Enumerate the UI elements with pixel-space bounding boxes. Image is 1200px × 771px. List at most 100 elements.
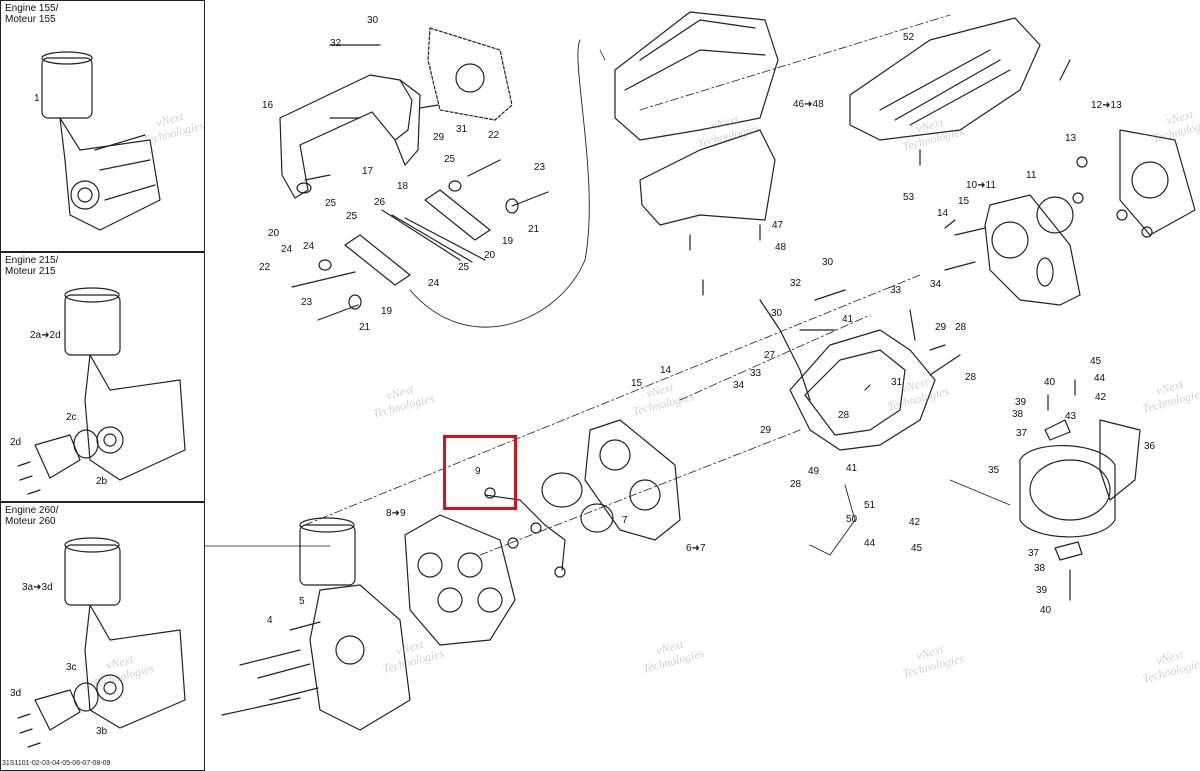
part-callout[interactable]: 21 xyxy=(359,322,371,333)
part-callout[interactable]: 16 xyxy=(262,100,274,111)
part-callout[interactable]: 44 xyxy=(1094,373,1106,384)
part-callout[interactable]: 32 xyxy=(330,38,342,49)
part-callout[interactable]: 7 xyxy=(622,515,628,526)
part-callout[interactable]: 36 xyxy=(1144,441,1156,452)
part-callout[interactable]: 25 xyxy=(325,198,337,209)
part-callout[interactable]: 42 xyxy=(1095,392,1107,403)
part-callout[interactable]: 41 xyxy=(842,314,854,325)
part-callout[interactable]: 32 xyxy=(790,278,802,289)
inset-callout[interactable]: 2c xyxy=(66,412,77,423)
part-callout[interactable]: 22 xyxy=(259,262,271,273)
part-callout[interactable]: 17 xyxy=(362,166,374,177)
inset-callout[interactable]: 3d xyxy=(10,688,22,699)
part-callout[interactable]: 25 xyxy=(444,154,456,165)
part-callout[interactable]: 10➜11 xyxy=(966,180,996,191)
part-callout[interactable]: 26 xyxy=(374,197,386,208)
part-callout[interactable]: 35 xyxy=(988,465,1000,476)
inset-callout[interactable]: 2b xyxy=(96,476,108,487)
plate-8-9 xyxy=(404,487,566,646)
part-callout[interactable]: 33 xyxy=(890,285,902,296)
part-callout[interactable]: 44 xyxy=(864,538,876,549)
part-callout[interactable]: 31 xyxy=(456,124,468,135)
inset-callout[interactable]: 1 xyxy=(34,93,40,104)
part-callout[interactable]: 38 xyxy=(1012,409,1024,420)
part-callout[interactable]: 45 xyxy=(911,543,923,554)
part-callout[interactable]: 52 xyxy=(903,32,915,43)
part-callout[interactable]: 29 xyxy=(760,425,772,436)
part-callout[interactable]: 37 xyxy=(1016,428,1028,439)
inset-callout[interactable]: 3a➜3d xyxy=(22,582,53,593)
inset-callout[interactable]: 3c xyxy=(66,662,77,673)
part-callout[interactable]: 9 xyxy=(475,466,481,477)
part-callout[interactable]: 15 xyxy=(631,378,643,389)
part-callout[interactable]: 28 xyxy=(838,410,850,421)
part-callout[interactable]: 34 xyxy=(930,279,942,290)
part-callout[interactable]: 14 xyxy=(937,208,949,219)
highlight-box[interactable] xyxy=(443,435,517,510)
part-callout[interactable]: 38 xyxy=(1034,563,1046,574)
part-callout[interactable]: 11 xyxy=(1026,170,1037,181)
part-callout[interactable]: 40 xyxy=(1044,377,1056,388)
engine-215-drawing xyxy=(17,287,186,495)
part-callout[interactable]: 30 xyxy=(367,15,379,26)
part-callout[interactable]: 31 xyxy=(891,377,903,388)
part-callout[interactable]: 50 xyxy=(846,514,858,525)
part-callout[interactable]: 28 xyxy=(790,479,802,490)
part-callout[interactable]: 22 xyxy=(488,130,500,141)
part-callout[interactable]: 23 xyxy=(534,162,546,173)
nozzle-35-36 xyxy=(949,379,1141,601)
part-callout[interactable]: 53 xyxy=(903,192,915,203)
part-callout[interactable]: 23 xyxy=(301,297,313,308)
part-callout[interactable]: 37 xyxy=(1028,548,1040,559)
inset-title: Engine 260/ Moteur 260 xyxy=(5,505,59,527)
part-callout[interactable]: 42 xyxy=(909,517,921,528)
part-callout[interactable]: 29 xyxy=(935,322,947,333)
cover-46-48 xyxy=(599,11,779,296)
part-callout[interactable]: 28 xyxy=(965,372,977,383)
part-callout[interactable]: 49 xyxy=(808,466,820,477)
part-callout[interactable]: 14 xyxy=(660,365,672,376)
part-callout[interactable]: 15 xyxy=(958,196,970,207)
part-callout[interactable]: 51 xyxy=(864,500,876,511)
part-callout[interactable]: 40 xyxy=(1040,605,1052,616)
part-callout[interactable]: 43 xyxy=(1065,411,1077,422)
part-callout[interactable]: 39 xyxy=(1015,397,1027,408)
part-callout[interactable]: 47 xyxy=(772,220,784,231)
inset-callout[interactable]: 2a➜2d xyxy=(30,330,61,341)
part-callout[interactable]: 6➜7 xyxy=(686,543,706,554)
part-callout[interactable]: 24 xyxy=(281,244,293,255)
part-callout[interactable]: 4 xyxy=(267,615,273,626)
part-callout[interactable]: 12➜13 xyxy=(1091,100,1122,111)
part-callout[interactable]: 18 xyxy=(397,181,409,192)
part-callout[interactable]: 19 xyxy=(381,306,393,317)
part-callout[interactable]: 25 xyxy=(458,262,470,273)
part-callout[interactable]: 8➜9 xyxy=(386,508,406,519)
part-callout[interactable]: 46➜48 xyxy=(793,99,824,110)
part-callout[interactable]: 24 xyxy=(303,241,315,252)
part-callout[interactable]: 13 xyxy=(1065,133,1077,144)
part-callout[interactable]: 20 xyxy=(268,228,280,239)
part-callout[interactable]: 29 xyxy=(433,132,445,143)
part-callout[interactable]: 39 xyxy=(1036,585,1048,596)
part-callout[interactable]: 48 xyxy=(775,242,787,253)
part-callout[interactable]: 33 xyxy=(750,368,762,379)
part-callout[interactable]: 24 xyxy=(428,278,440,289)
part-callout[interactable]: 19 xyxy=(502,236,514,247)
part-callout[interactable]: 41 xyxy=(846,463,858,474)
main-engine xyxy=(221,517,411,731)
part-callout[interactable]: 27 xyxy=(764,350,776,361)
part-callout[interactable]: 30 xyxy=(771,308,783,319)
part-callout[interactable]: 20 xyxy=(484,250,496,261)
inset-callout[interactable]: 3b xyxy=(96,726,108,737)
part-callout[interactable]: 21 xyxy=(528,224,540,235)
engine-260-drawing xyxy=(17,537,186,748)
part-callout[interactable]: 34 xyxy=(733,380,745,391)
part-callout[interactable]: 25 xyxy=(346,211,358,222)
part-callout[interactable]: 28 xyxy=(955,322,967,333)
part-callout[interactable]: 30 xyxy=(822,257,834,268)
part-callout[interactable]: 45 xyxy=(1090,356,1102,367)
figure-code: 31S1101-02-03-04-05-06-07-08-09 xyxy=(2,760,111,767)
inset-callout[interactable]: 2d xyxy=(10,437,22,448)
part-callout[interactable]: 5 xyxy=(299,596,305,607)
